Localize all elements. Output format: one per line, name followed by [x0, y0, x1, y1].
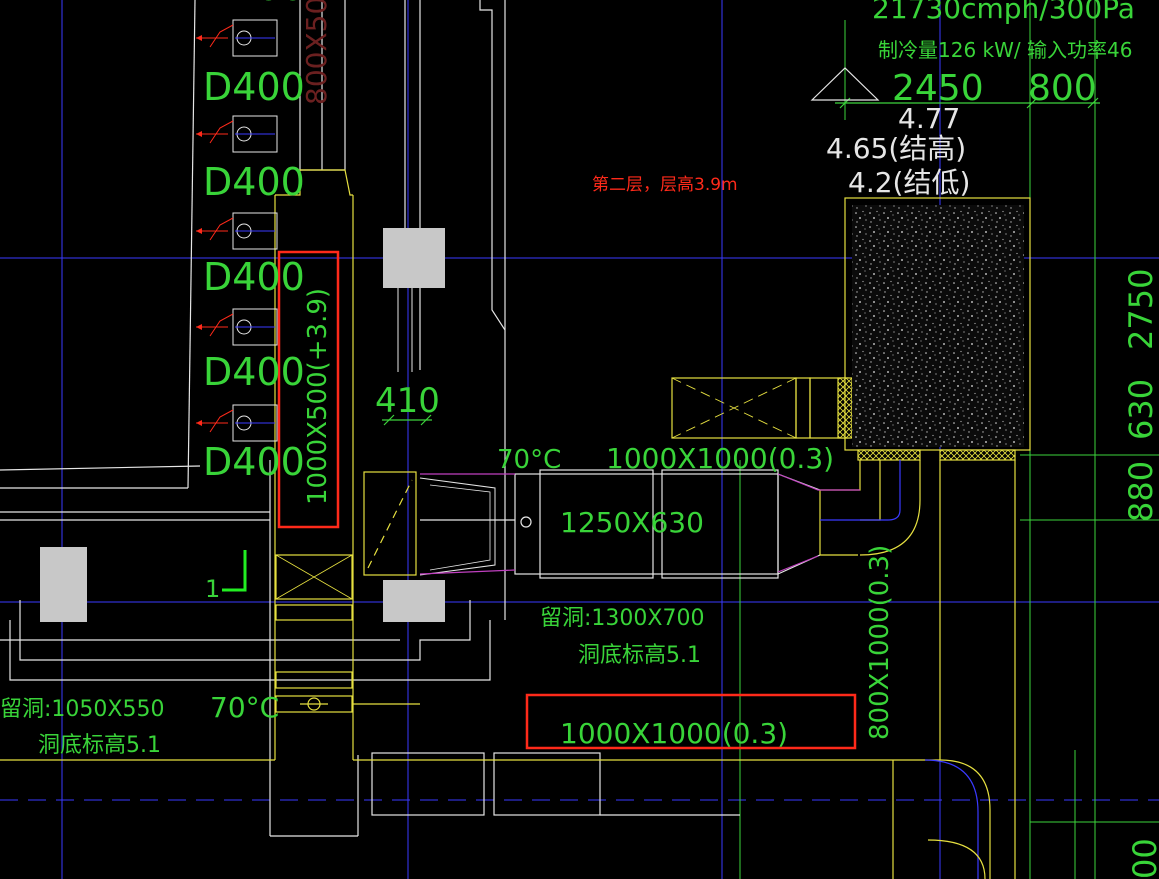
- structural-columns: [40, 228, 445, 622]
- cooling-capacity-note: 制冷量126 kW/ 输入功率46: [878, 38, 1132, 62]
- column: [383, 580, 445, 622]
- opening-elev-left: 洞底标高5.1: [38, 733, 161, 758]
- diffuser-label: D400: [203, 255, 305, 299]
- column: [383, 228, 445, 288]
- opening-elev-right: 洞底标高5.1: [578, 643, 701, 668]
- elevation-477: 4.77: [898, 102, 960, 135]
- temp-label-upper: 70°C: [497, 445, 561, 475]
- diffuser-label: D400: [203, 160, 305, 204]
- dim-2750: 2750: [1122, 269, 1159, 350]
- airflow-spec: 21730cmph/300Pa: [872, 0, 1135, 25]
- diffuser-label-partial: D400: [203, 0, 305, 9]
- column: [40, 547, 87, 622]
- dim-410: 410: [375, 381, 440, 421]
- duct-network: [0, 169, 1031, 879]
- vertical-duct-800x500: 800X500: [300, 0, 333, 105]
- floor-height-note: 第二层，层高3.9m: [592, 175, 738, 195]
- section-mark: 1: [205, 575, 220, 603]
- diffuser-label: D400: [203, 350, 305, 394]
- outdoor-unit-fill: [852, 205, 1024, 447]
- dim-00: 00: [1126, 838, 1159, 879]
- dim-630: 630: [1122, 379, 1159, 440]
- riser-size-label: 1000X500(+3.9): [303, 288, 333, 505]
- green-grid: [739, 0, 1159, 879]
- dim-800: 800: [1028, 68, 1097, 109]
- main-duct-1250x630: [419, 469, 821, 579]
- duct-1000x1000-upper: 1000X1000(0.3): [606, 442, 834, 475]
- duct-800x1000-label: 800X1000(0.3): [865, 545, 895, 740]
- diffuser-label: D400: [203, 65, 305, 109]
- diffuser-label: D400: [203, 440, 305, 484]
- temp-label-lower: 70°C: [210, 691, 279, 724]
- elevation-465: 4.65(结高): [826, 132, 966, 165]
- dim-880: 880: [1122, 461, 1159, 522]
- refrigerant-pipes: [419, 473, 860, 575]
- duct-1250x630-label: 1250X630: [560, 506, 704, 539]
- opening-size-left: 留洞:1050X550: [0, 697, 164, 722]
- highlight-riser-box: [277, 250, 340, 529]
- duct-1000x1000-lower: 1000X1000(0.3): [560, 717, 788, 750]
- diffuser-column: [196, 19, 278, 442]
- pipe-blue: [820, 460, 901, 521]
- dimension-lines: [222, 67, 1100, 592]
- dim-2450: 2450: [892, 68, 984, 109]
- elevation-42: 4.2(结低): [848, 166, 970, 199]
- opening-size-right: 留洞:1300X700: [540, 606, 704, 631]
- highlight-duct-box: [525, 693, 857, 750]
